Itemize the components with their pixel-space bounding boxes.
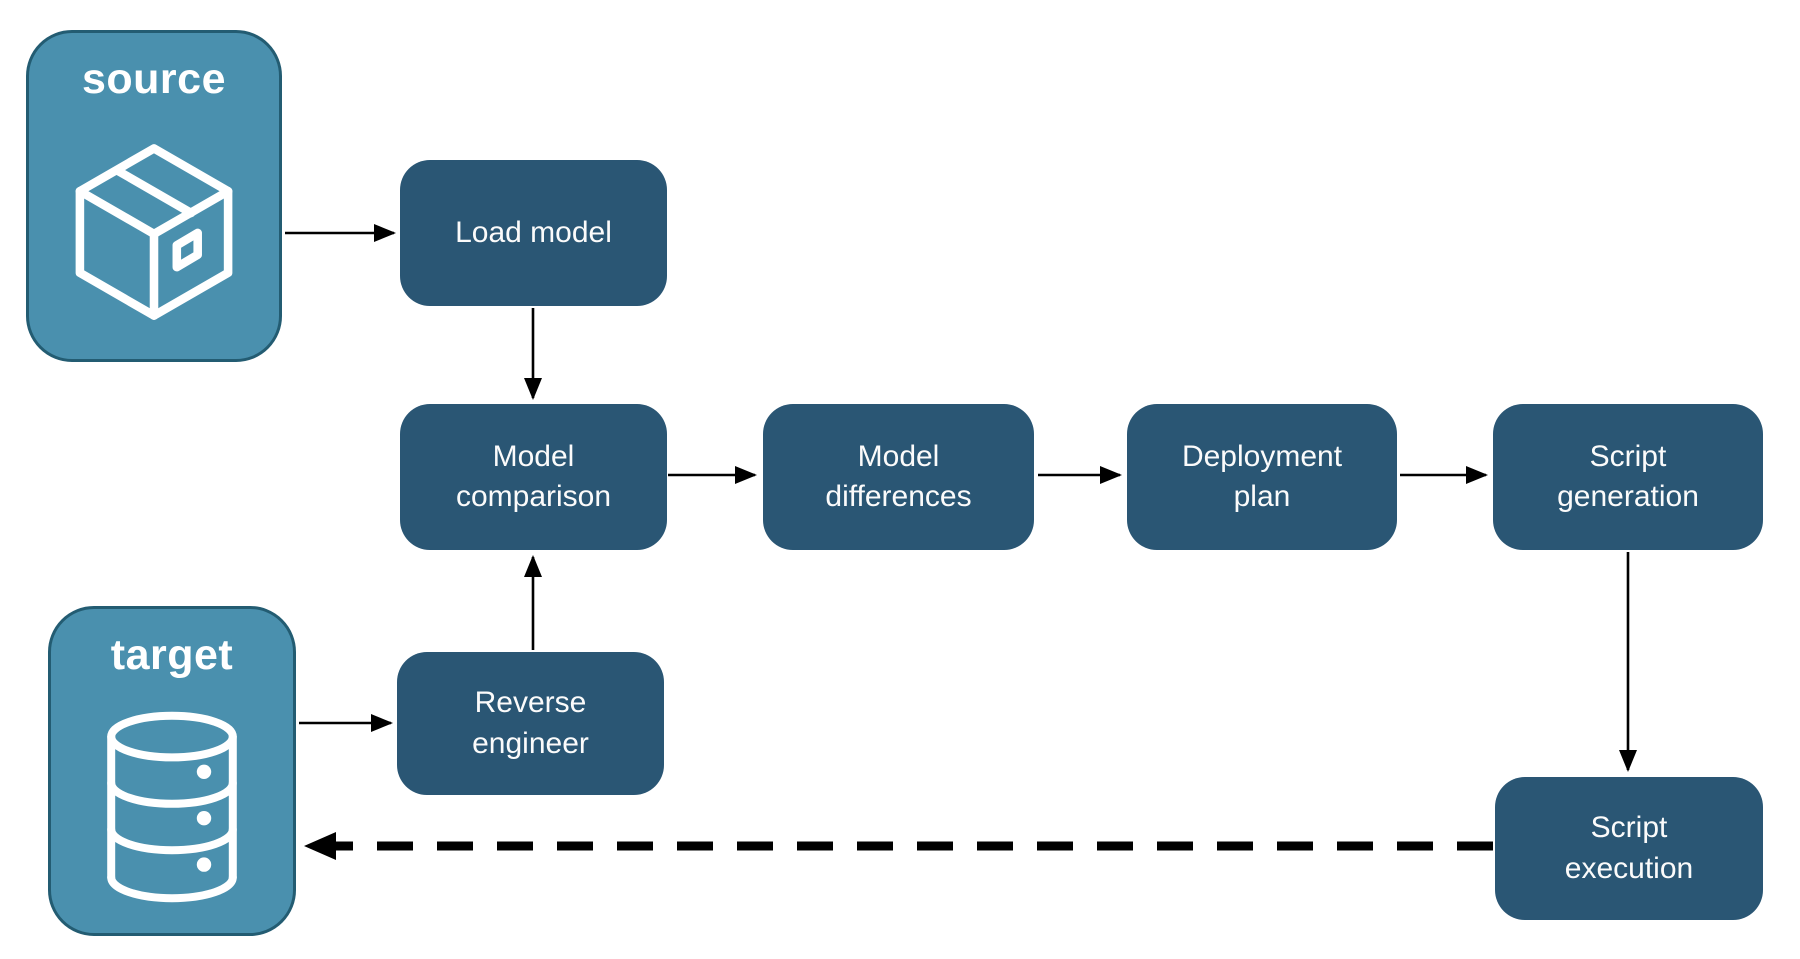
- database-icon: [51, 680, 293, 933]
- step-reverse-engineer-label: Reverse engineer: [472, 686, 589, 760]
- source-label: source: [81, 55, 226, 103]
- step-script-generation-label: Script generation: [1557, 439, 1699, 514]
- source-container: source: [26, 30, 282, 362]
- step-model-comparison: Model comparison: [400, 404, 667, 550]
- step-load-model: Load model: [400, 160, 667, 306]
- step-model-differences: Model differences: [763, 404, 1034, 550]
- step-script-execution: Script execution: [1495, 777, 1763, 920]
- package-icon: [29, 104, 279, 359]
- step-model-differences-label: Model differences: [825, 439, 972, 514]
- target-label: target: [110, 631, 234, 679]
- target-container: target: [48, 606, 296, 936]
- step-script-execution-label: Script execution: [1564, 811, 1694, 885]
- step-model-comparison-label: Model comparison: [455, 439, 612, 514]
- step-deployment-plan: Deployment plan: [1127, 404, 1397, 550]
- step-load-model-label: Load model: [455, 215, 612, 249]
- step-deployment-plan-label: Deployment plan: [1181, 439, 1343, 514]
- step-reverse-engineer: Reverse engineer: [397, 652, 664, 795]
- step-script-generation: Script generation: [1493, 404, 1763, 550]
